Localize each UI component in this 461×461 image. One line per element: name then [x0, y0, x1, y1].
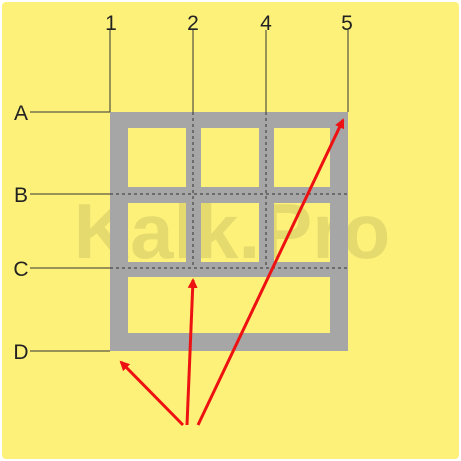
column-label-1: 1	[105, 12, 117, 35]
arrow-to-mullion-base	[185, 278, 198, 426]
arrow-to-top-right-corner	[196, 118, 345, 426]
arrow-to-frame-corner	[119, 360, 185, 427]
red-arrows	[119, 118, 345, 427]
column-label-2: 2	[187, 12, 199, 35]
column-axis-lines	[109, 30, 349, 112]
row-label-d: D	[13, 341, 28, 364]
column-label-4: 4	[260, 12, 272, 35]
row-axis-lines	[30, 111, 110, 352]
row-label-b: B	[14, 184, 28, 207]
row-label-c: C	[13, 258, 28, 281]
column-label-5: 5	[341, 12, 353, 35]
row-label-a: A	[14, 102, 28, 125]
